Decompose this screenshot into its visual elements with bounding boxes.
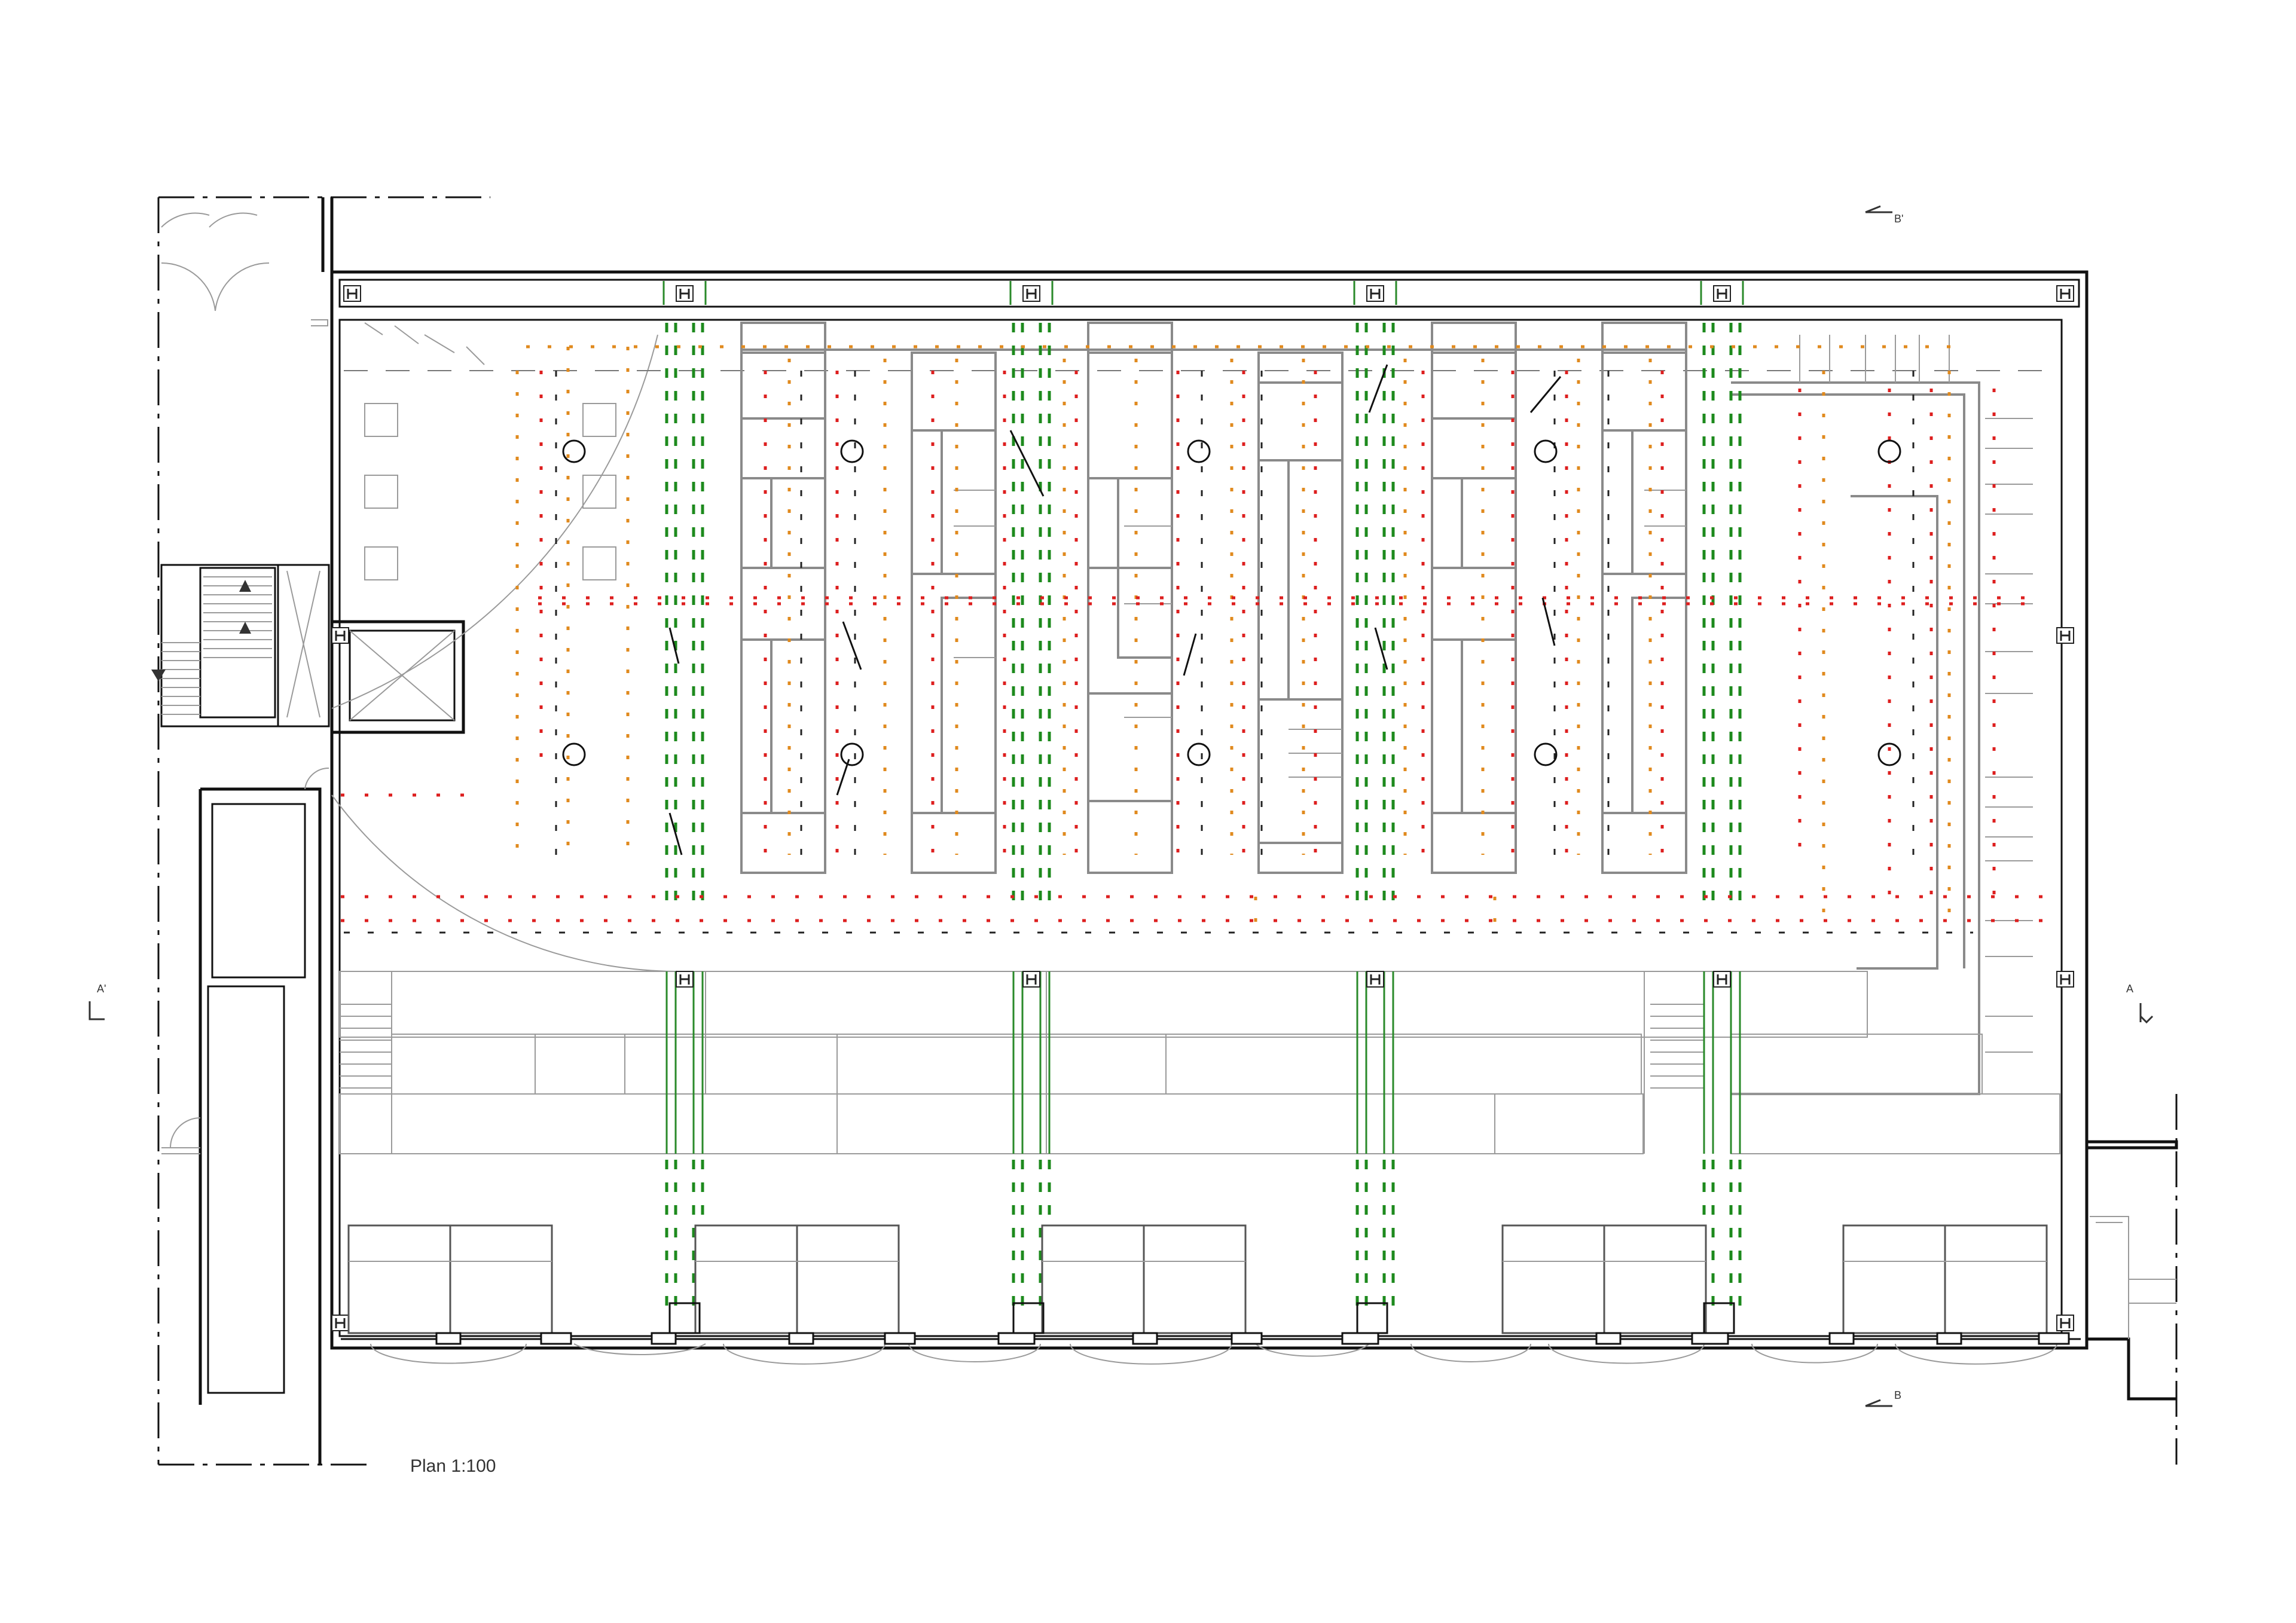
round-column-icon [1187, 439, 1211, 463]
column-h-icon [676, 971, 694, 988]
swing-marks [668, 364, 1562, 855]
structural-grid [662, 281, 1744, 1315]
entrance-doors [161, 212, 328, 326]
round-columns [562, 439, 1901, 766]
column-h-icon [1366, 285, 1384, 302]
right-annex [2090, 1216, 2176, 1339]
reference-lines [344, 370, 2057, 934]
round-column-icon [1534, 439, 1558, 463]
round-column-icon [1534, 742, 1558, 766]
round-column-icon [562, 742, 586, 766]
round-column-icon [562, 439, 586, 463]
column-h-icon [1713, 971, 1731, 988]
column-h-icon [331, 627, 349, 644]
left-shaft [161, 334, 676, 1465]
right-desk-strip [1731, 335, 2033, 1095]
shelf-block-5 [1431, 322, 1517, 874]
round-column-icon [1187, 742, 1211, 766]
shelving-partitions [339, 322, 2060, 1154]
column-h-icon [1366, 971, 1384, 988]
stair-arrow-icon [239, 622, 251, 634]
round-column-icon [840, 439, 864, 463]
elevator-cross-icon [349, 630, 455, 721]
column-h-icon [343, 285, 361, 302]
column-h-icon [331, 1315, 349, 1331]
round-column-icon [840, 742, 864, 766]
column-h-icon [2056, 971, 2074, 988]
section-label-b-top: B' [1894, 213, 1903, 225]
lighting-red [341, 371, 2045, 922]
h-column-markers [331, 285, 2074, 1331]
round-column-icon [1877, 439, 1901, 463]
elevator [330, 620, 465, 734]
section-marker-a-right: A [2126, 983, 2154, 1024]
column-h-icon [2056, 1315, 2074, 1331]
lighting-orange [515, 345, 1961, 933]
shelf-block-2 [911, 352, 997, 874]
stair-arrow-icon [151, 670, 166, 681]
column-h-icon [676, 285, 694, 302]
meeting-tables [364, 322, 616, 580]
stair-arrow-icon [239, 580, 251, 592]
section-marker-a-left: A' [88, 983, 106, 1020]
shelf-block-4 [1257, 352, 1344, 874]
column-h-icon [1022, 285, 1040, 302]
column-h-icon [1713, 285, 1731, 302]
column-h-icon [2056, 285, 2074, 302]
section-label-a-left: A' [97, 983, 106, 995]
guide-dots [555, 371, 1915, 861]
door-swing-icon [304, 767, 329, 790]
column-h-icon [2056, 627, 2074, 644]
workbench-rows [339, 971, 2060, 1154]
section-marker-b-bottom: B [1865, 1389, 1901, 1407]
exterior-walls [321, 197, 2178, 1401]
shelf-block-3 [1087, 322, 1173, 874]
section-label-b-bottom: B [1894, 1389, 1901, 1401]
facade-units [341, 1224, 2081, 1365]
section-marker-b-top: B' [1865, 205, 1903, 225]
round-column-icon [1877, 742, 1901, 766]
column-h-icon [1022, 971, 1040, 988]
door-swing-icon [170, 1117, 201, 1148]
door-swing-icon [161, 262, 270, 311]
stair-core [151, 564, 330, 728]
door-swing-icon [161, 212, 258, 228]
plan-scale-label: Plan 1:100 [410, 1456, 496, 1476]
section-label-a-right: A [2126, 983, 2133, 995]
